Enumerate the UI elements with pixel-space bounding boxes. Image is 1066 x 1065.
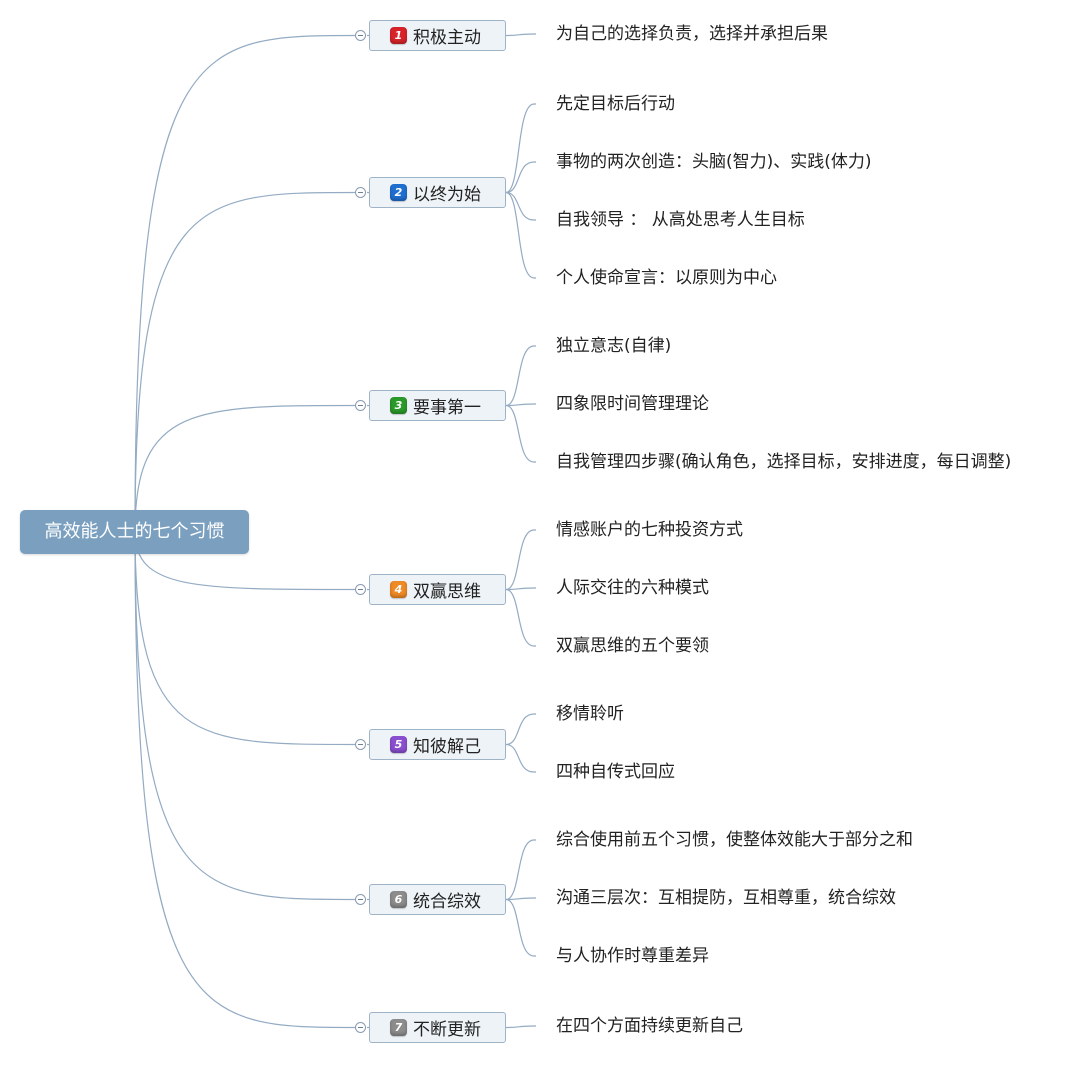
connector-line (505, 33, 536, 37)
connector-line (134, 404, 357, 533)
subtopic[interactable]: 在四个方面持续更新自己 (556, 1016, 743, 1036)
number-badge-icon: 7 (390, 1019, 407, 1036)
connector-line (505, 103, 536, 194)
number-badge-icon: 3 (390, 397, 407, 414)
subtopic[interactable]: 人际交往的六种模式 (556, 578, 709, 598)
subtopic[interactable]: 自我领导 ： 从高处思考人生目标 (556, 210, 805, 230)
subtopic[interactable]: 移情聆听 (556, 704, 624, 724)
central-topic[interactable]: 高效能人士的七个习惯 (20, 510, 249, 554)
connector-line (505, 191, 536, 221)
branch-label: 统合综效 (413, 892, 481, 912)
connector-line (505, 161, 536, 194)
branch-topic-7[interactable]: 7 不断更新 (369, 1012, 506, 1043)
collapse-icon[interactable] (355, 739, 366, 750)
branch-topic-6[interactable]: 6 统合综效 (369, 884, 506, 915)
subtopic[interactable]: 自我管理四步骤(确认角色，选择目标，安排进度，每日调整) (556, 452, 1012, 472)
collapse-icon[interactable] (355, 1022, 366, 1033)
collapse-icon[interactable] (355, 584, 366, 595)
subtopic[interactable]: 沟通三层次：互相提防，互相尊重，统合综效 (556, 888, 896, 908)
subtopic[interactable]: 四种自传式回应 (556, 762, 675, 782)
collapse-icon[interactable] (355, 30, 366, 41)
connector-line (505, 588, 536, 647)
branch-topic-5[interactable]: 5 知彼解己 (369, 729, 506, 760)
connector-line (134, 34, 357, 533)
connector-line (505, 587, 536, 591)
collapse-icon[interactable] (355, 187, 366, 198)
subtopic[interactable]: 与人协作时尊重差异 (556, 946, 709, 966)
connector-line (134, 531, 357, 1029)
branch-label: 双赢思维 (413, 582, 481, 602)
branch-topic-2[interactable]: 2 以终为始 (369, 177, 506, 208)
branch-label: 积极主动 (413, 28, 481, 48)
collapse-icon[interactable] (355, 400, 366, 411)
connector-line (505, 713, 536, 746)
collapse-icon[interactable] (355, 894, 366, 905)
number-badge-icon: 1 (390, 27, 407, 44)
connector-line (505, 191, 536, 279)
branch-label: 知彼解己 (413, 737, 481, 757)
connector-line (134, 191, 357, 533)
connector-line (134, 531, 357, 901)
connector-line (505, 898, 536, 957)
number-badge-icon: 5 (390, 736, 407, 753)
number-badge-icon: 6 (390, 891, 407, 908)
number-badge-icon: 4 (390, 581, 407, 598)
connector-line (134, 531, 357, 746)
connector-line (505, 839, 536, 901)
branch-label: 不断更新 (413, 1020, 481, 1040)
connector-line (505, 529, 536, 591)
subtopic[interactable]: 情感账户的七种投资方式 (556, 520, 743, 540)
subtopic[interactable]: 先定目标后行动 (556, 94, 675, 114)
branch-topic-3[interactable]: 3 要事第一 (369, 390, 506, 421)
branch-label: 以终为始 (413, 185, 481, 205)
subtopic[interactable]: 双赢思维的五个要领 (556, 636, 709, 656)
subtopic[interactable]: 四象限时间管理理论 (556, 394, 709, 414)
connector-line (505, 404, 536, 463)
branch-topic-1[interactable]: 1 积极主动 (369, 20, 506, 51)
branch-topic-4[interactable]: 4 双赢思维 (369, 574, 506, 605)
connector-line (505, 1025, 536, 1029)
branch-label: 要事第一 (413, 398, 481, 418)
connector-line (505, 403, 536, 407)
subtopic[interactable]: 独立意志(自律) (556, 336, 672, 356)
number-badge-icon: 2 (390, 184, 407, 201)
connector-line (505, 345, 536, 407)
connector-line (505, 743, 536, 773)
subtopic[interactable]: 为自己的选择负责，选择并承担后果 (556, 24, 828, 44)
subtopic[interactable]: 事物的两次创造：头脑(智力)、实践(体力) (556, 152, 872, 172)
subtopic[interactable]: 个人使命宣言：以原则为中心 (556, 268, 777, 288)
connector-line (505, 897, 536, 901)
subtopic[interactable]: 综合使用前五个习惯，使整体效能大于部分之和 (556, 830, 913, 850)
